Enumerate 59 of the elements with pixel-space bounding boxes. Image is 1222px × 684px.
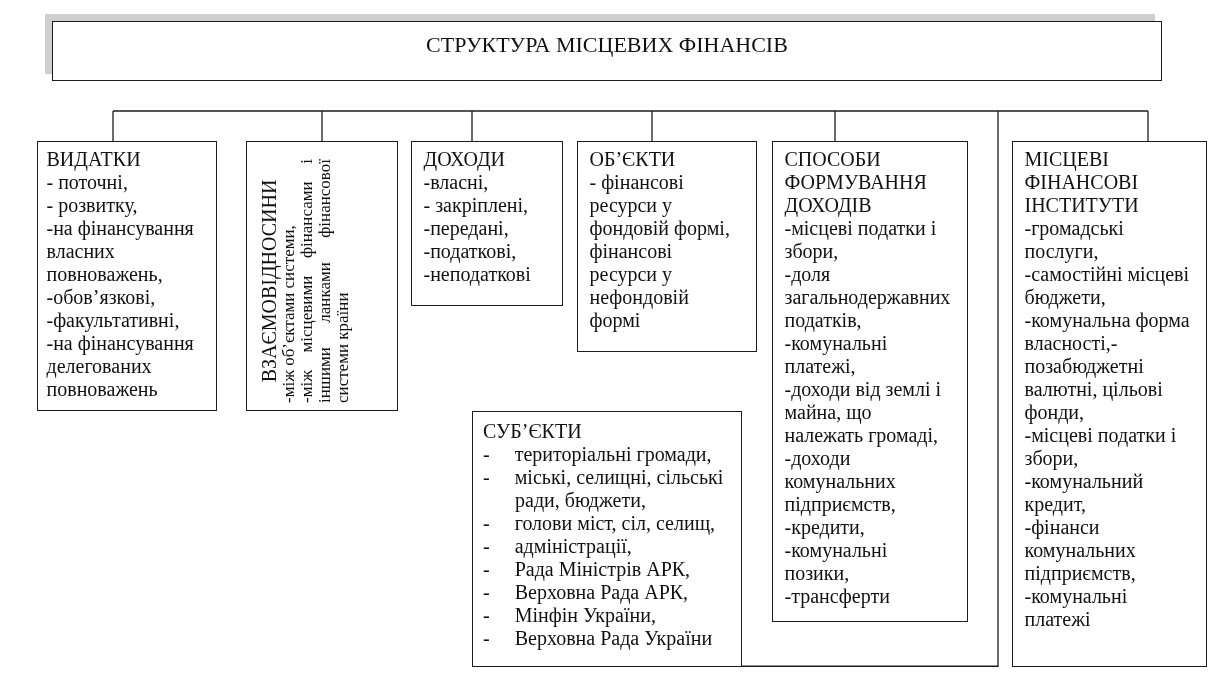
connector-line [112, 110, 1149, 112]
list-item: -між місцевими фінансами і іншими ланками фінансової системи країни [297, 158, 352, 403]
list-item: - розвитку, [46, 194, 139, 217]
list-item: -на фінансування делегованих повноважень [46, 332, 195, 401]
list-item: -факультативні, [46, 309, 181, 332]
box-heading: ОБ’ЄКТИ [589, 148, 677, 171]
list-item: -місцеві податки і збори, [784, 217, 938, 263]
box-heading: ВИДАТКИ [46, 148, 142, 171]
connector-line [471, 110, 473, 142]
list-item: -доходи від землі і майна, що належать громаді, [784, 378, 943, 447]
connector-line [651, 110, 653, 142]
list-item: - Верховна Рада України [483, 627, 714, 650]
category-box [772, 141, 968, 622]
list-item: -комунальна форма власності,- позабюджетні валютні, цільові фонди, [1024, 309, 1191, 424]
list-item: -комунальний кредит, [1024, 470, 1145, 516]
list-item: -фінанси комунальних підприємств, [1024, 516, 1137, 585]
category-box [411, 141, 563, 306]
list-item: -доля загальнодержавних податків, [784, 263, 952, 332]
list-item: - Рада Міністрів АРК, [483, 558, 692, 581]
box-label: СТРУКТУРА МІСЦЕВИХ ФІНАНСІВ [425, 32, 789, 58]
list-item: -комунальні платежі, [784, 332, 889, 378]
list-item: -неподаткові [423, 263, 532, 286]
list-item: -трансферти [784, 585, 891, 608]
connector-line [834, 110, 836, 142]
list-item: -кредити, [784, 516, 866, 539]
list-item: -власні, [423, 171, 490, 194]
connector-line [741, 110, 999, 667]
list-item: - голови міст, сіл, селищ, [483, 512, 717, 535]
list-item: - міські, селищні, сільські ради, бюджети, [483, 466, 725, 512]
list-item: -податкові, [423, 240, 518, 263]
box-heading: СПОСОБИ ФОРМУВАННЯ ДОХОДІВ [784, 148, 928, 217]
list-item: - адміністрації, [483, 535, 633, 558]
category-box [577, 141, 757, 352]
list-item: - фінансові ресурси у фондовій формі, фінансові ресурси у нефондовій формі [589, 171, 731, 332]
list-item: - поточні, [46, 171, 129, 194]
category-box [1012, 141, 1207, 667]
connector-line [1147, 110, 1149, 142]
category-box [472, 411, 742, 667]
list-item: -доходи комунальних підприємств, [784, 447, 897, 516]
box-heading: ДОХОДИ [423, 148, 506, 171]
list-item: -громадські послуги, [1024, 217, 1125, 263]
list-item: - Мінфін України, [483, 604, 657, 627]
box-heading: МІСЦЕВІ ФІНАНСОВІ ІНСТИТУТИ [1024, 148, 1140, 217]
list-item: - закріплені, [423, 194, 530, 217]
list-item: -комунальні позики, [784, 539, 889, 585]
list-item: -обов’язкові, [46, 286, 157, 309]
connector-line [112, 110, 114, 142]
list-item: -самостійні місцеві бюджети, [1024, 263, 1191, 309]
box-heading: ВЗАЄМОВІДНОСИНИ [257, 178, 280, 384]
list-item: - територіальні громади, [483, 443, 713, 466]
category-box [37, 141, 217, 411]
list-item: -місцеві податки і збори, [1024, 424, 1178, 470]
list-item: -передані, [423, 217, 510, 240]
list-item: -комунальні платежі [1024, 585, 1129, 631]
list-item: -на фінансування власних повноважень, [46, 217, 195, 286]
connector-line [321, 110, 323, 142]
box-heading: СУБ’ЄКТИ [483, 420, 583, 443]
list-item: - Верховна Рада АРК, [483, 581, 690, 604]
category-box [246, 141, 398, 411]
